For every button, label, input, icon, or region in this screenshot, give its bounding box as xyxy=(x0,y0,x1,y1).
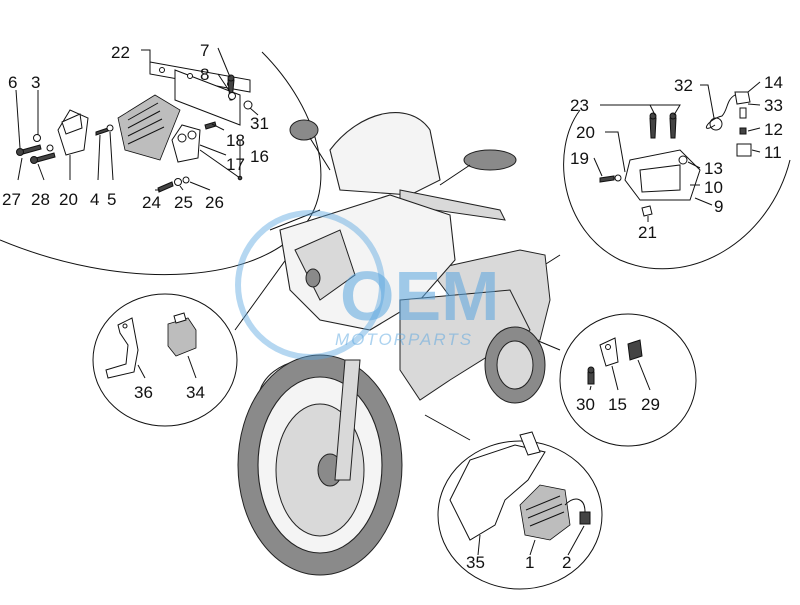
label-25: 25 xyxy=(174,193,193,212)
label-5: 5 xyxy=(107,190,116,209)
label-30: 30 xyxy=(576,395,595,414)
watermark-logo: OEM MOTORPARTS xyxy=(235,210,499,360)
callout-circle-mid-left xyxy=(92,293,238,427)
label-34: 34 xyxy=(186,383,205,402)
label-29: 29 xyxy=(641,395,660,414)
callout-arc-upper-left xyxy=(0,51,322,276)
label-2: 2 xyxy=(562,553,571,572)
label-28: 28 xyxy=(31,190,50,209)
label-6: 6 xyxy=(8,73,17,92)
label-32: 32 xyxy=(674,76,693,95)
label-27: 27 xyxy=(2,190,21,209)
label-22: 22 xyxy=(111,43,130,62)
group-upper-right xyxy=(593,81,761,222)
leader-upper-left xyxy=(269,209,321,231)
label-4: 4 xyxy=(90,190,99,209)
group-mid-left xyxy=(105,312,197,379)
label-19: 19 xyxy=(570,149,589,168)
label-15: 15 xyxy=(608,395,627,414)
label-3: 3 xyxy=(31,73,40,92)
label-13: 13 xyxy=(704,159,723,178)
label-7: 7 xyxy=(200,41,209,60)
group-bottom xyxy=(449,431,591,556)
label-14: 14 xyxy=(764,73,783,92)
label-8: 8 xyxy=(200,65,209,84)
group-mid-right xyxy=(587,337,651,391)
label-35: 35 xyxy=(466,553,485,572)
leader-bottom xyxy=(424,414,471,441)
label-24: 24 xyxy=(142,193,161,212)
label-17: 17 xyxy=(226,155,245,174)
label-31: 31 xyxy=(250,114,269,133)
label-9: 9 xyxy=(714,197,723,216)
label-18: 18 xyxy=(226,131,245,150)
label-23: 23 xyxy=(570,96,589,115)
label-36: 36 xyxy=(134,383,153,402)
label-33: 33 xyxy=(764,96,783,115)
label-12: 12 xyxy=(764,120,783,139)
label-20-right: 20 xyxy=(576,123,595,142)
label-21: 21 xyxy=(638,223,657,242)
callout-circle-bottom xyxy=(437,440,603,590)
watermark-logo-text: OEM xyxy=(340,257,499,335)
label-26: 26 xyxy=(205,193,224,212)
label-16: 16 xyxy=(250,147,269,166)
label-20-left: 20 xyxy=(59,190,78,209)
part-labels: 22 7 8 6 3 18 31 17 16 27 28 20 4 5 24 2… xyxy=(2,41,783,572)
watermark-subtext: MOTORPARTS xyxy=(335,330,473,349)
scooter-illustration xyxy=(237,112,551,576)
label-11: 11 xyxy=(764,143,782,162)
callout-arc-upper-right xyxy=(563,109,791,270)
group-upper-left xyxy=(15,47,259,193)
label-1: 1 xyxy=(525,553,534,572)
callout-circle-mid-right xyxy=(559,313,697,447)
label-10: 10 xyxy=(704,178,723,197)
